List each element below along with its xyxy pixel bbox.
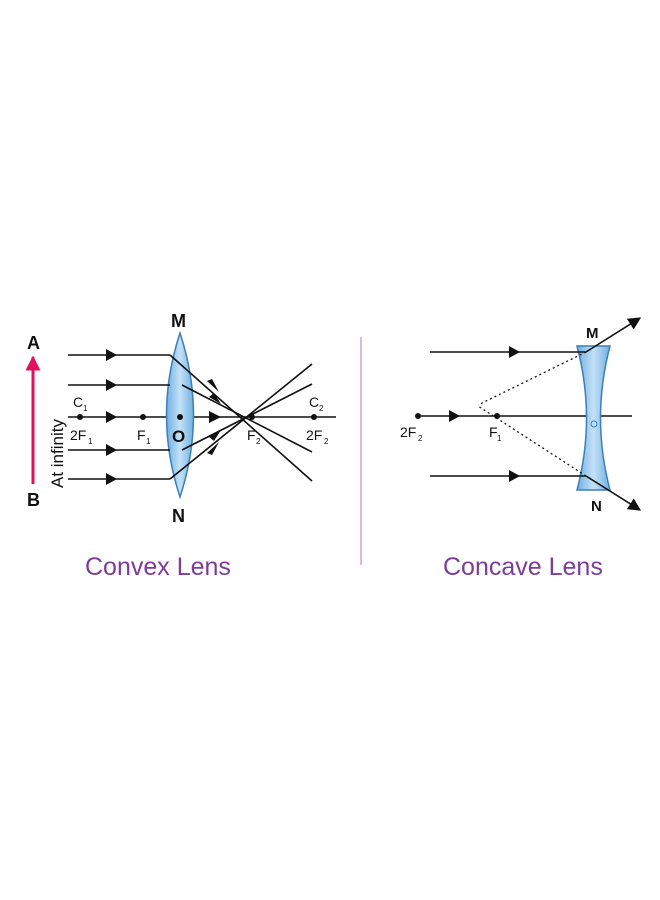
convex-incident-rays <box>68 349 170 485</box>
svg-text:2: 2 <box>418 434 423 443</box>
concave-refracted-ray-upper <box>585 317 642 353</box>
svg-text:2F: 2F <box>306 427 322 443</box>
object-at-infinity-label: At infinity <box>48 419 67 488</box>
label-B: B <box>27 490 40 510</box>
label-C2: C 2 <box>309 394 324 413</box>
convex-refracted-rays <box>169 354 313 482</box>
arrow-head <box>209 411 221 423</box>
label-2F1: 2F 1 <box>70 427 93 446</box>
concave-virtual-rays <box>477 351 587 477</box>
svg-text:C: C <box>73 394 83 410</box>
svg-text:1: 1 <box>497 434 502 443</box>
svg-text:2: 2 <box>324 437 329 446</box>
convex-label-M: M <box>171 311 186 331</box>
point-F2 <box>249 414 255 420</box>
convex-lens-caption: Convex Lens <box>85 553 231 581</box>
concave-refracted-ray-lower <box>585 475 642 511</box>
concave-label-N: N <box>591 498 602 515</box>
arrow-head <box>209 430 221 441</box>
label-C1: C 1 <box>73 394 88 413</box>
label-F1-concave: F 1 <box>489 424 502 443</box>
arrow-head <box>106 349 117 361</box>
convex-lens-diagram: A B At infinity M N O C 1 2F 1 F 1 F 2 C… <box>25 311 336 581</box>
arrow-head <box>106 411 117 423</box>
label-A: A <box>27 333 40 353</box>
svg-text:F: F <box>247 427 256 443</box>
arrow-head <box>509 346 520 358</box>
arrow-head <box>106 444 117 456</box>
svg-text:F: F <box>137 427 146 443</box>
arrow-head <box>106 473 117 485</box>
point-F1 <box>140 414 146 420</box>
convex-label-N: N <box>172 506 185 526</box>
arrow-head <box>209 393 221 404</box>
convex-label-O: O <box>172 427 185 446</box>
svg-text:2F: 2F <box>400 424 416 440</box>
svg-text:2F: 2F <box>70 427 86 443</box>
arrow-head <box>509 470 520 482</box>
label-2F2: 2F 2 <box>306 427 329 446</box>
svg-text:2: 2 <box>319 404 324 413</box>
point-O <box>177 414 183 420</box>
svg-text:1: 1 <box>146 437 151 446</box>
label-F2: F 2 <box>247 427 261 446</box>
label-F1: F 1 <box>137 427 151 446</box>
svg-text:1: 1 <box>88 437 93 446</box>
point-2F2 <box>415 413 421 419</box>
svg-text:2: 2 <box>256 437 261 446</box>
concave-optical-centre <box>590 420 598 428</box>
svg-text:1: 1 <box>83 404 88 413</box>
label-2F2-concave: 2F 2 <box>400 424 423 443</box>
point-C2 <box>311 414 317 420</box>
arrow-head <box>207 379 219 392</box>
concave-label-M: M <box>586 325 599 342</box>
arrow-head <box>207 442 219 455</box>
point-C1 <box>77 414 83 420</box>
concave-lens-diagram: M N 2F 2 F 1 Concave Lens <box>400 317 642 581</box>
concave-lens-caption: Concave Lens <box>443 553 603 581</box>
point-F1 <box>494 413 500 419</box>
concave-incident-rays <box>430 346 586 482</box>
arrow-head <box>449 410 460 422</box>
concave-lens-shape <box>576 345 611 491</box>
svg-text:F: F <box>489 424 498 440</box>
svg-text:C: C <box>309 394 319 410</box>
arrow-head <box>106 379 117 391</box>
